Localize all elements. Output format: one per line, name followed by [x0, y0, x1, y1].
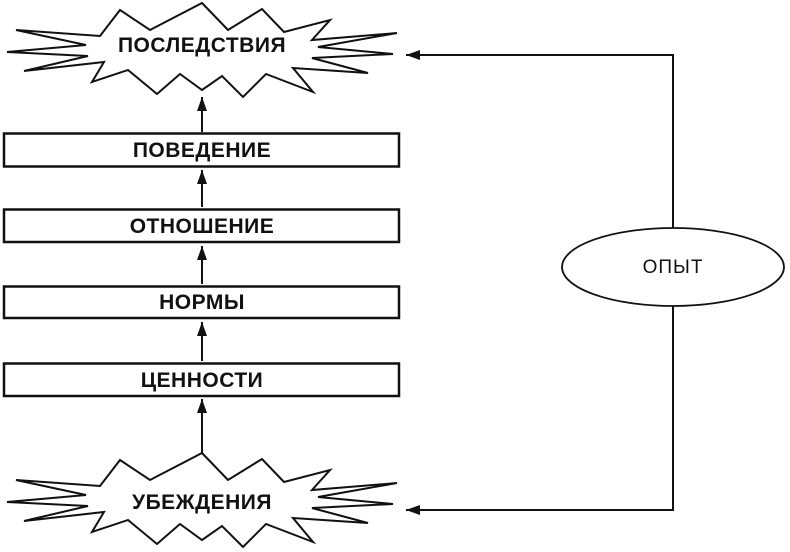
ellipse-experience-label: ОПЫТ	[643, 257, 704, 278]
box-behavior-shape	[2, 132, 401, 168]
box-attitude-shape	[2, 208, 401, 244]
burst-beliefs-label: УБЕЖДЕНИЯ	[132, 491, 272, 514]
box-norms-shape	[2, 285, 401, 320]
box-behavior-label: ПОВЕДЕНИЕ	[133, 139, 271, 162]
box-norms-label: НОРМЫ	[159, 291, 245, 314]
connector-experience-to-beliefs	[406, 306, 674, 515]
box-values-shape	[2, 362, 401, 398]
ellipse-experience-shape	[561, 227, 785, 307]
box-values-label: ЦЕННОСТИ	[141, 369, 264, 392]
burst-consequences-label: ПОСЛЕДСТВИЯ	[118, 34, 286, 57]
box-attitude-label: ОТНОШЕНИЕ	[130, 215, 275, 238]
connector-experience-to-consequences	[406, 50, 674, 229]
